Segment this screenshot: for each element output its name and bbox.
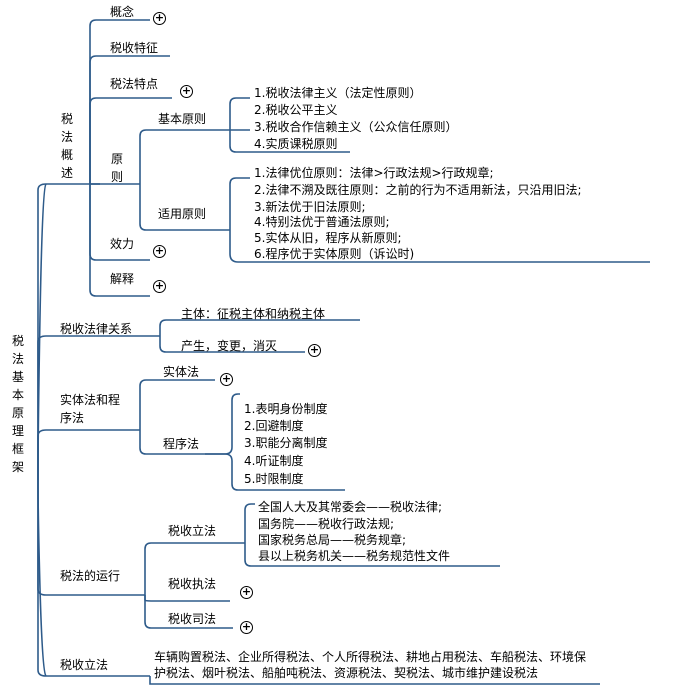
expand-jieshi-icon[interactable]: + <box>153 279 166 293</box>
node-shiyong[interactable]: 适用原则 <box>158 207 207 221</box>
expand-xiaoli-icon[interactable]: + <box>153 244 166 258</box>
expand-zhifa-icon[interactable]: + <box>240 585 253 599</box>
chengxufa-item: 4.听证制度 <box>244 454 304 468</box>
node-yunxing-lifa[interactable]: 税收立法 <box>168 524 217 538</box>
yunxing-lifa-item: 全国人大及其常委会——税收法律; <box>258 500 443 514</box>
jiben-item: 4.实质课税原则 <box>254 137 338 151</box>
shiyong-item: 5.实体从旧，程序从新原则; <box>254 231 402 245</box>
expand-tedian-icon[interactable]: + <box>180 84 193 98</box>
node-zhifa[interactable]: 税收执法 <box>168 577 217 591</box>
lifa2-text-line2: 护税法、烟叶税法、船舶吨税法、资源税法、契税法、城市维护建设税法 <box>154 666 539 680</box>
jiben-item: 2.税收公平主义 <box>254 103 338 117</box>
node-tezheng[interactable]: 税收特征 <box>110 41 159 55</box>
jiben-item: 3.税收合作信赖主义（公众信任原则） <box>254 120 458 134</box>
node-sifa[interactable]: 税收司法 <box>168 612 217 626</box>
guanxi-zhuti: 主体：征税主体和纳税主体 <box>181 307 326 321</box>
chengxufa-item: 1.表明身份制度 <box>244 402 328 416</box>
node-jieshi[interactable]: 解释 <box>110 272 135 286</box>
shiyong-item: 3.新法优于旧法原则; <box>254 200 366 214</box>
node-gaishu[interactable]: 税法概述 <box>60 112 73 180</box>
trunk-line <box>37 183 47 481</box>
guanxi-chansheng: 产生，变更，消灭 <box>181 339 278 353</box>
jiben-item: 1.税收法律主义（法定性原则） <box>254 86 422 100</box>
shiyong-item: 4.特别法优于普通法原则; <box>254 215 390 229</box>
shiyong-item: 6.程序优于实体原则（诉讼时) <box>254 247 415 261</box>
node-xiaoli[interactable]: 效力 <box>110 237 135 251</box>
expand-chansheng-icon[interactable]: + <box>308 343 321 357</box>
link-shiti <box>37 429 140 480</box>
link-gaishu <box>37 183 90 480</box>
yunxing-lifa-item: 国家税务总局——税务规章; <box>258 533 407 547</box>
node-tedian[interactable]: 税法特点 <box>110 77 159 91</box>
node-lifa2[interactable]: 税收立法 <box>60 658 109 672</box>
link-guanxi <box>37 335 160 480</box>
node-gainian[interactable]: 概念 <box>110 5 135 19</box>
chengxufa-item: 3.职能分离制度 <box>244 436 328 450</box>
root-label: 税法基本原理框架 <box>11 334 24 474</box>
node-chengxufa[interactable]: 程序法 <box>163 437 200 451</box>
expand-gainian-icon[interactable]: + <box>153 11 166 25</box>
expand-shitifa-icon[interactable]: + <box>220 372 233 386</box>
shiyong-item: 1.法律优位原则：法律>行政法规>行政规章; <box>254 166 494 180</box>
link-lifa2 <box>37 480 150 677</box>
node-jiben[interactable]: 基本原则 <box>158 112 207 126</box>
chengxufa-item: 5.时限制度 <box>244 472 304 486</box>
node-shiti[interactable]: 实体法和程序法 <box>60 393 121 425</box>
shiyong-item: 2.法律不溯及既往原则：之前的行为不适用新法，只沿用旧法; <box>254 183 582 197</box>
expand-sifa-icon[interactable]: + <box>240 620 253 634</box>
trunk-line-lower <box>37 479 47 677</box>
node-yuanze[interactable]: 原则 <box>110 152 123 184</box>
yunxing-lifa-item: 县以上税务机关——税务规范性文件 <box>258 549 451 563</box>
yunxing-lifa-item: 国务院——税收行政法规; <box>258 517 395 531</box>
chengxufa-item: 2.回避制度 <box>244 419 304 433</box>
lifa2-text-line1: 车辆购置税法、企业所得税法、个人所得税法、耕地占用税法、车船税法、环境保 <box>154 650 587 664</box>
node-guanxi[interactable]: 税收法律关系 <box>60 322 133 336</box>
node-shitifa[interactable]: 实体法 <box>163 365 200 379</box>
node-yunxing[interactable]: 税法的运行 <box>60 569 121 583</box>
gaishu-spine <box>89 19 150 184</box>
